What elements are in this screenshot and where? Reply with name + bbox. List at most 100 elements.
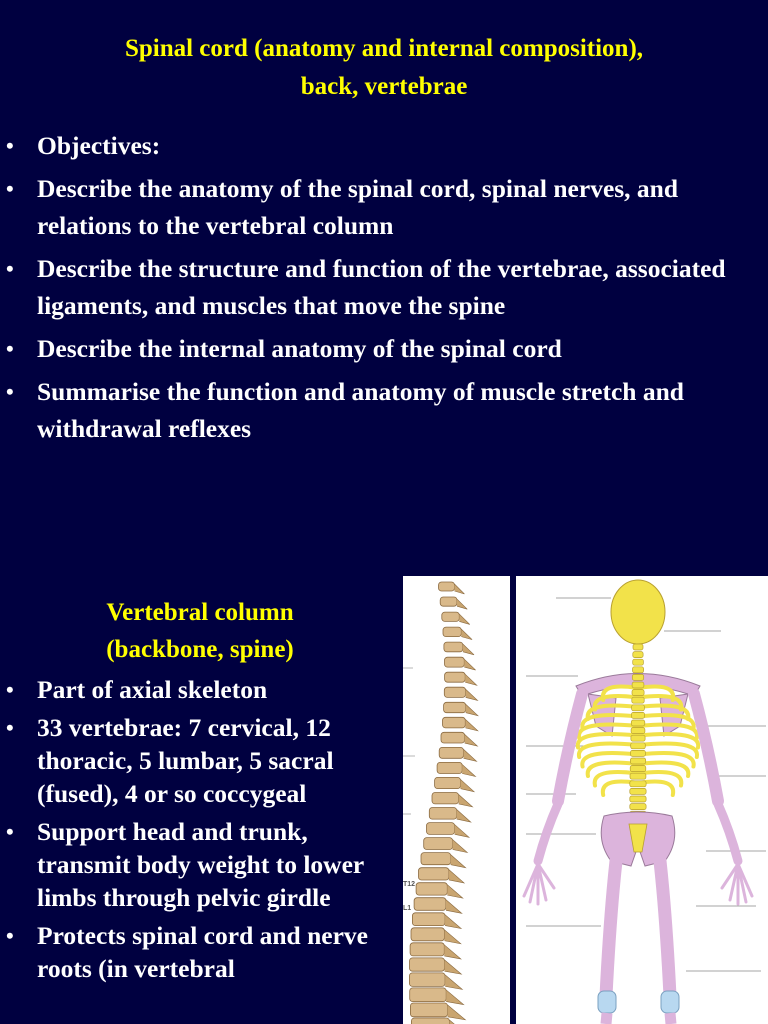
left-forearm [533, 799, 563, 866]
slide-objectives: Spinal cord (anatomy and internal compos… [0, 30, 760, 453]
vertebra [629, 772, 647, 780]
vertebra [431, 792, 460, 805]
vertebra [423, 837, 454, 850]
skeleton-posterior-illustration [516, 576, 768, 1024]
spinous-process [461, 628, 473, 640]
rib [585, 703, 640, 721]
spinous-process [445, 989, 465, 1006]
rib [636, 760, 691, 778]
vertebra [631, 712, 645, 719]
vertebra [629, 795, 647, 803]
label-leaders [526, 597, 766, 972]
vertebra [630, 757, 647, 765]
label-t12: T12 [403, 881, 415, 888]
spinous-process [459, 613, 471, 625]
bullet-icon: • [6, 677, 14, 702]
vertebra [444, 671, 466, 683]
vertebra [411, 1017, 450, 1024]
vertebra [632, 658, 644, 666]
vertebra [444, 656, 465, 668]
vertebra [630, 727, 646, 734]
vertebra [418, 867, 450, 881]
rib [636, 732, 701, 750]
rib [580, 751, 640, 769]
vertebra [632, 643, 644, 651]
spinous-process [444, 959, 463, 975]
sacrum [628, 823, 648, 853]
vertebra [439, 596, 458, 607]
objectives-list: •Objectives: •Describe the anatomy of th… [0, 127, 760, 453]
spinous-process [454, 824, 471, 838]
vertebra [631, 674, 645, 681]
vertebra [410, 927, 445, 942]
spinous-process [456, 598, 468, 610]
spinous-process [465, 719, 479, 732]
vertebra [630, 719, 646, 727]
rib [636, 751, 696, 769]
vertebra [409, 987, 447, 1002]
bullet-icon: • [6, 923, 14, 948]
vertebra [410, 1002, 449, 1018]
spinous-process [452, 839, 469, 854]
bullet-icon: • [6, 379, 14, 404]
right-tibia [664, 1012, 677, 1024]
vertebra [434, 776, 461, 789]
vertebra [436, 761, 463, 774]
right-forearm [713, 799, 743, 866]
vertebra [413, 897, 447, 911]
rib-cage [575, 684, 701, 797]
vertebrae-group [409, 581, 479, 1024]
right-hand [720, 862, 754, 906]
title-line-1: Vertebral column [106, 599, 294, 626]
left-humerus [552, 688, 588, 807]
title-line-2: (backbone, spine) [106, 636, 294, 663]
bullet-icon: • [6, 336, 14, 361]
rib [636, 703, 691, 721]
vertebra [442, 716, 466, 729]
vertebra [630, 750, 646, 757]
label-leaders [403, 667, 415, 815]
skeleton-svg [522, 579, 766, 1024]
title-line-2: back, vertebrae [300, 73, 468, 100]
skull [610, 579, 666, 645]
spinous-process [465, 704, 479, 717]
rib [636, 770, 684, 788]
list-item: •Summarise the function and anatomy of m… [0, 373, 760, 447]
title-line-1: Spinal cord (anatomy and internal compos… [124, 35, 644, 62]
vertebra [632, 651, 644, 658]
vertebral-column-list: •Part of axial skeleton •33 vertebrae: 7… [0, 673, 395, 990]
bullet-icon: • [6, 176, 14, 201]
vertebra [631, 681, 645, 689]
vertebra [409, 972, 446, 987]
vertebra [629, 765, 647, 772]
slide-title: Spinal cord (anatomy and internal compos… [30, 30, 738, 106]
right-femur [653, 854, 677, 1003]
bullet-icon: • [6, 133, 14, 158]
vertebra [415, 882, 448, 896]
vertebra [441, 611, 460, 622]
list-item: •Describe the structure and function of … [0, 250, 760, 324]
vertebra [631, 704, 645, 712]
left-hand [522, 862, 556, 906]
spinous-process [444, 974, 464, 990]
spinous-process [448, 869, 466, 884]
vertebra [443, 641, 464, 653]
spinous-process [447, 1004, 467, 1021]
vertebra [420, 852, 452, 866]
spinous-process [444, 944, 462, 960]
left-femur [599, 854, 623, 1003]
vertebra [632, 666, 644, 674]
spinous-process [465, 689, 479, 702]
slide-vertebral-column: Vertebral column (backbone, spine) •Part… [0, 512, 768, 1024]
slide-title: Vertebral column (backbone, spine) [0, 594, 400, 668]
spinous-process [460, 779, 476, 793]
vertebra [409, 957, 445, 972]
label-l1: L1 [403, 905, 411, 912]
spinous-process [454, 583, 465, 595]
spine-svg: T12 L1 [403, 581, 479, 1024]
vertebra [630, 734, 646, 742]
spinous-process [462, 643, 475, 656]
spinous-process [449, 1019, 455, 1024]
vertebra [428, 807, 458, 820]
vertebra [631, 696, 645, 704]
